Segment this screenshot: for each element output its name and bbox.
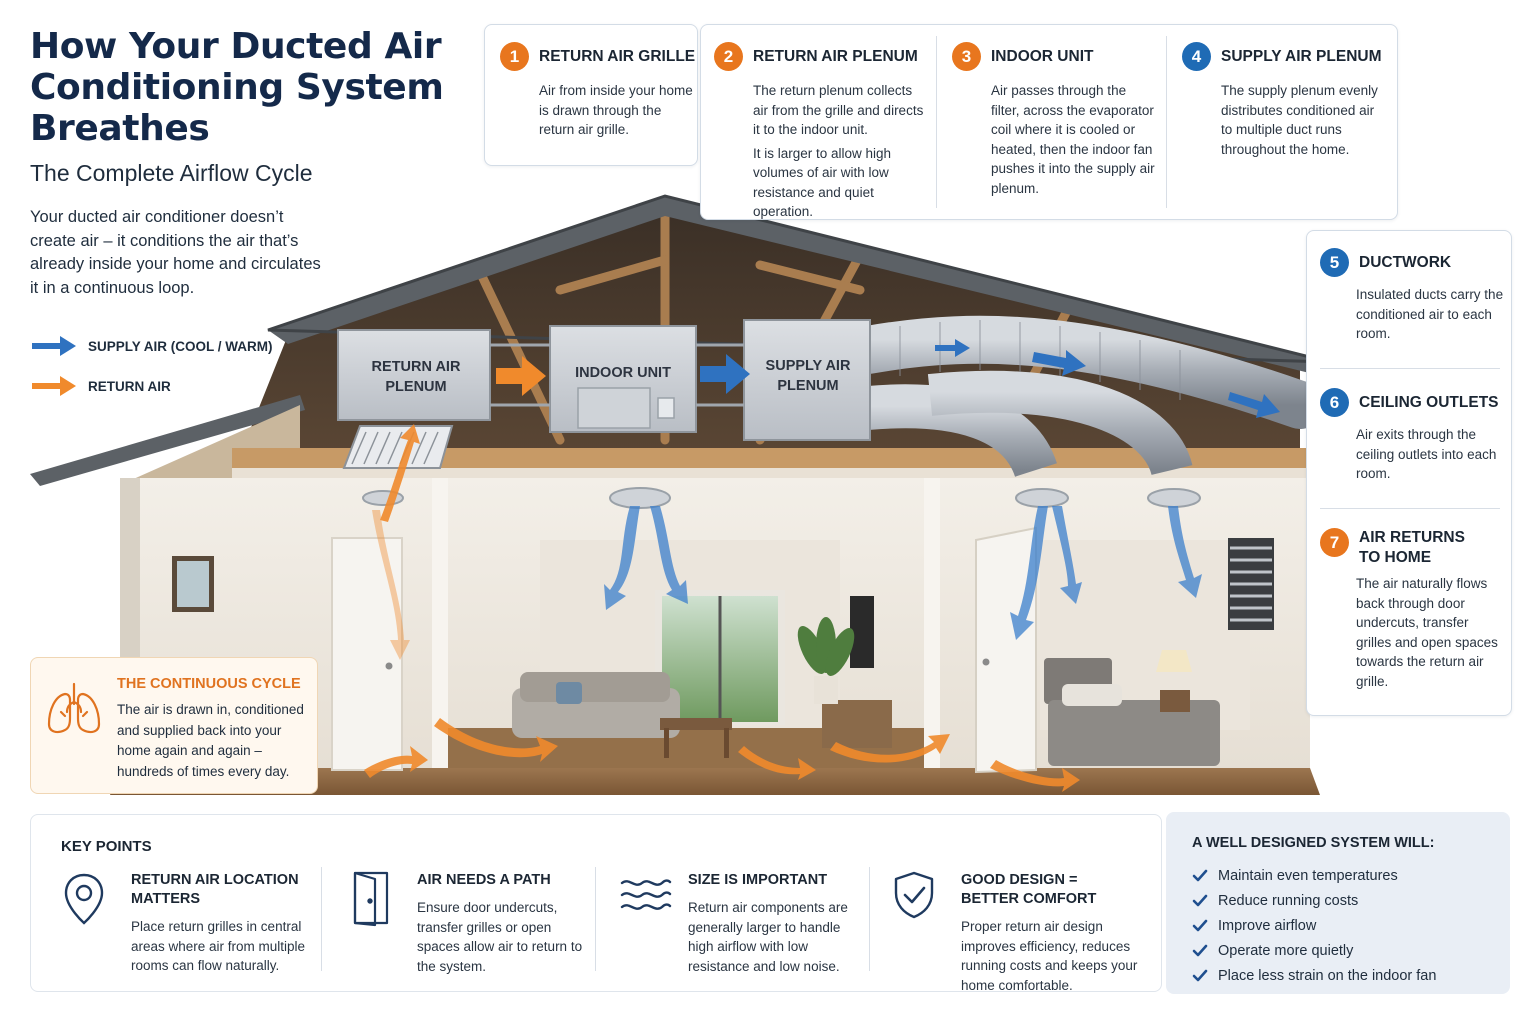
legend-return: RETURN AIR <box>30 374 171 398</box>
step-title-1: RETURN AIR GRILLE <box>539 47 696 65</box>
key-point-title-4: GOOD DESIGN = BETTER COMFORT <box>961 872 1097 907</box>
door-icon <box>353 871 389 927</box>
step-body-4: The supply plenum evenly distributes con… <box>1221 83 1378 157</box>
check-icon <box>1192 869 1208 881</box>
list-item: Place less strain on the indoor fan <box>1192 963 1436 988</box>
step-body-1: Air from inside your home is drawn throu… <box>539 83 693 137</box>
key-point-4: GOOD DESIGN = BETTER COMFORT Proper retu… <box>961 871 1155 995</box>
step-body-3: Air passes through the filter, across th… <box>991 83 1155 196</box>
step-number-7: 7 <box>1320 528 1349 557</box>
lungs-icon <box>47 682 101 734</box>
shield-check-icon <box>894 871 934 919</box>
continuous-cycle-box: THE CONTINUOUS CYCLE The air is drawn in… <box>30 657 318 794</box>
step-number-6: 6 <box>1320 388 1349 417</box>
page-subtitle: The Complete Airflow Cycle <box>30 160 313 186</box>
list-item: Improve airflow <box>1192 913 1436 938</box>
divider <box>1320 368 1500 369</box>
step-body-2b: It is larger to allow high volumes of ai… <box>753 145 892 220</box>
legend-supply-label: SUPPLY AIR (COOL / WARM) <box>88 338 273 354</box>
step-title-2: RETURN AIR PLENUM <box>753 47 918 65</box>
intro-text: Your ducted air conditioner doesn’t crea… <box>30 208 321 297</box>
step-1: 1 RETURN AIR GRILLE Air from inside your… <box>500 42 696 140</box>
step-body-2: The return plenum collects air from the … <box>753 83 924 137</box>
step-6: 6 CEILING OUTLETS Air exits through the … <box>1320 388 1506 484</box>
list-item-text: Place less strain on the indoor fan <box>1218 967 1437 984</box>
list-item: Operate more quietly <box>1192 938 1436 963</box>
list-item-text: Maintain even temperatures <box>1218 867 1398 884</box>
divider <box>1166 36 1167 208</box>
key-point-1: RETURN AIR LOCATION MATTERS Place return… <box>131 871 313 976</box>
key-point-body-4: Proper return air design improves effici… <box>961 919 1138 993</box>
step-body-6: Air exits through the ceiling outlets in… <box>1356 427 1497 481</box>
step-title-7: AIR RETURNS TO HOME <box>1359 529 1465 566</box>
step-3: 3 INDOOR UNIT Air passes through the fil… <box>952 42 1157 198</box>
step-5: 5 DUCTWORK Insulated ducts carry the con… <box>1320 248 1506 344</box>
key-point-title-2: AIR NEEDS A PATH <box>417 872 551 888</box>
divider <box>936 36 937 208</box>
step-title-6: CEILING OUTLETS <box>1359 393 1499 411</box>
well-designed-title: A WELL DESIGNED SYSTEM WILL: <box>1192 835 1435 851</box>
step-card-2-4 <box>700 24 1398 220</box>
list-item-text: Operate more quietly <box>1218 942 1354 959</box>
check-icon <box>1192 894 1208 906</box>
airflow-waves-icon <box>620 879 672 910</box>
list-item-text: Improve airflow <box>1218 917 1317 934</box>
step-title-4: SUPPLY AIR PLENUM <box>1221 47 1382 65</box>
key-points-title: KEY POINTS <box>61 838 152 855</box>
key-point-title-3: SIZE IS IMPORTANT <box>688 872 828 888</box>
step-4: 4 SUPPLY AIR PLENUM The supply plenum ev… <box>1182 42 1382 159</box>
key-point-3: SIZE IS IMPORTANT Return air components … <box>688 871 856 976</box>
return-air-plenum-label: RETURN AIR PLENUM <box>371 359 461 395</box>
supply-air-plenum-label: SUPPLY AIR PLENUM <box>765 358 851 394</box>
page-title: How Your Ducted Air Conditioning System … <box>30 26 444 149</box>
check-icon <box>1192 919 1208 931</box>
indoor-unit-label: INDOOR UNIT <box>575 365 671 381</box>
return-arrow-icon <box>32 376 76 396</box>
location-pin-icon <box>64 873 104 925</box>
key-point-title-1: RETURN AIR LOCATION MATTERS <box>131 872 299 907</box>
step-title-5: DUCTWORK <box>1359 253 1452 271</box>
divider <box>1320 508 1500 509</box>
step-number-3: 3 <box>952 42 981 71</box>
step-2: 2 RETURN AIR PLENUM The return plenum co… <box>714 42 924 222</box>
step-title-3: INDOOR UNIT <box>991 47 1094 65</box>
legend-return-label: RETURN AIR <box>88 378 171 394</box>
step-card-5-7 <box>1306 230 1512 716</box>
step-number-4: 4 <box>1182 42 1211 71</box>
step-7: 7 AIR RETURNS TO HOME The air naturally … <box>1320 528 1506 691</box>
cycle-body: The air is drawn in, conditioned and sup… <box>117 702 304 779</box>
key-point-body-3: Return air components are generally larg… <box>688 900 848 974</box>
list-item: Maintain even temperatures <box>1192 863 1436 888</box>
well-designed-list: Maintain even temperatures Reduce runnin… <box>1192 863 1436 988</box>
key-point-body-2: Ensure door undercuts, transfer grilles … <box>417 900 583 974</box>
check-icon <box>1192 969 1208 981</box>
step-number-1: 1 <box>500 42 529 71</box>
key-point-body-1: Place return grilles in central areas wh… <box>131 919 306 973</box>
list-item: Reduce running costs <box>1192 888 1436 913</box>
cycle-title: THE CONTINUOUS CYCLE <box>117 676 301 692</box>
step-body-7: The air naturally flows back through doo… <box>1356 576 1498 689</box>
step-body-5: Insulated ducts carry the conditioned ai… <box>1356 287 1504 341</box>
house-cutaway-illustration <box>30 194 1330 795</box>
legend-supply: SUPPLY AIR (COOL / WARM) <box>30 334 273 358</box>
supply-arrow-icon <box>32 336 76 356</box>
divider <box>595 867 596 971</box>
divider <box>321 867 322 971</box>
list-item-text: Reduce running costs <box>1218 892 1359 909</box>
key-points-panel: KEY POINTS RETURN AIR LOCATION MATTERS P… <box>30 814 1162 995</box>
step-number-2: 2 <box>714 42 743 71</box>
key-point-2: AIR NEEDS A PATH Ensure door undercuts, … <box>417 871 587 976</box>
well-designed-panel: A WELL DESIGNED SYSTEM WILL: Maintain ev… <box>1166 812 1510 994</box>
divider <box>869 867 870 971</box>
check-icon <box>1192 944 1208 956</box>
step-number-5: 5 <box>1320 248 1349 277</box>
